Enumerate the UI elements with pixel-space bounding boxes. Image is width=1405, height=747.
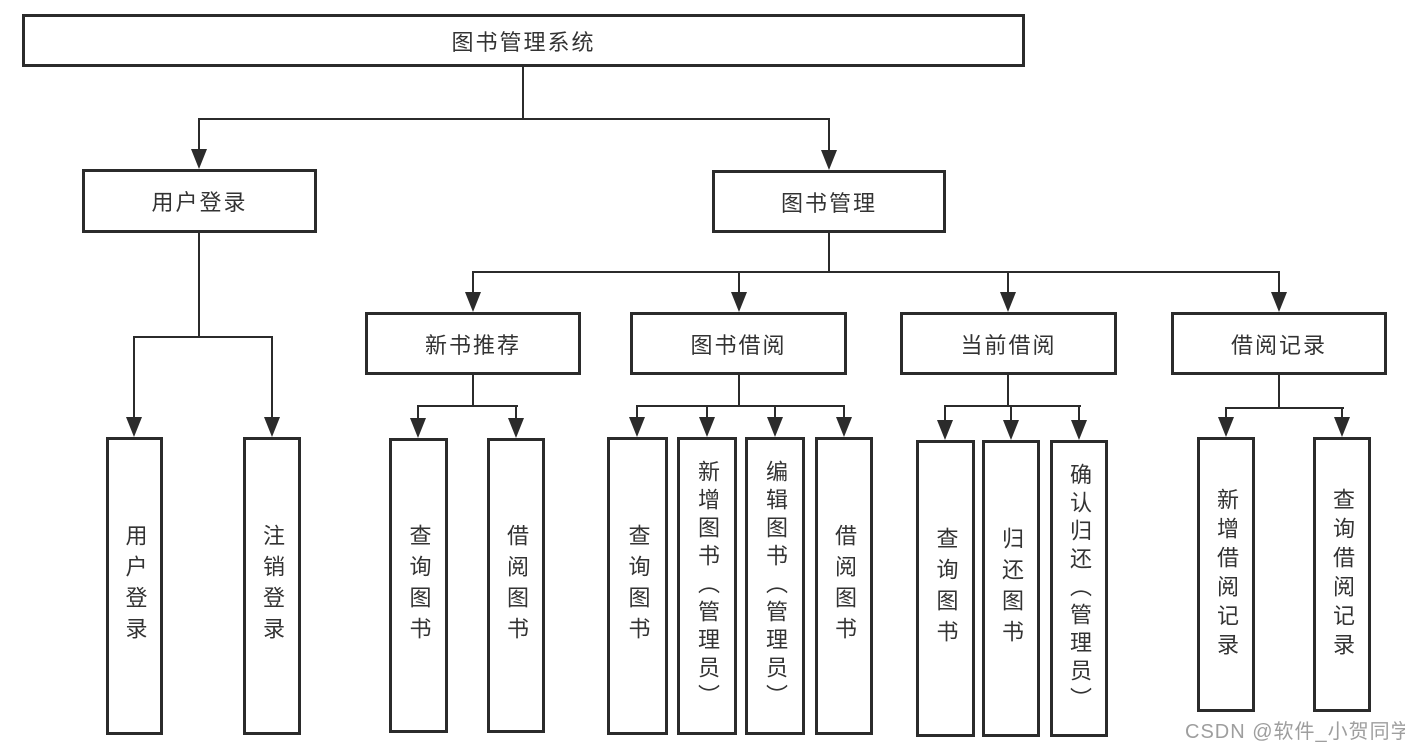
leaf-user-login: 用户登录	[106, 437, 163, 735]
leaf-cb-confirm-return-admin: 确认归还（管理员）	[1050, 440, 1108, 737]
leaf-bb-query-books: 查询图书	[607, 437, 668, 735]
arrow-down-icon	[1333, 407, 1351, 437]
connector-borrow-records-rail	[1226, 407, 1344, 409]
node-label: 借阅图书	[504, 523, 529, 648]
csdn-watermark: CSDN @软件_小贺同学	[1185, 721, 1405, 743]
connector-user-login-rail	[134, 336, 273, 338]
leaf-bb-add-books-admin: 新增图书（管理员）	[677, 437, 737, 735]
arrow-down-icon	[1270, 271, 1288, 312]
connector-root-stem	[522, 67, 524, 118]
connector-current-borrow-rail	[945, 405, 1081, 407]
leaf-rec-borrow-books: 借阅图书	[487, 438, 545, 733]
leaf-bb-borrow-books: 借阅图书	[815, 437, 873, 735]
connector-book-management-stem	[828, 233, 830, 271]
leaf-rec-query-books: 查询图书	[389, 438, 448, 733]
node-current-borrowing: 当前借阅	[900, 312, 1117, 375]
arrow-down-icon	[125, 336, 143, 437]
connector-book-borrow-rail	[637, 405, 845, 407]
arrow-down-icon	[936, 405, 954, 440]
leaf-cb-query-books: 查询图书	[916, 440, 975, 737]
arrow-down-icon	[464, 271, 482, 312]
connector-user-login-stem	[198, 233, 200, 336]
node-label: 图书管理系统	[451, 29, 596, 55]
node-borrowing-records: 借阅记录	[1171, 312, 1387, 375]
node-label: 编辑图书（管理员）	[763, 460, 788, 712]
arrow-down-icon	[628, 405, 646, 437]
connector-level3-rail	[473, 271, 1280, 273]
leaf-cb-return-books: 归还图书	[982, 440, 1040, 737]
node-label: 借阅记录	[1230, 332, 1327, 358]
node-user-login: 用户登录	[82, 169, 317, 233]
node-label: 借阅图书	[832, 524, 857, 648]
node-label: 新增图书（管理员）	[695, 460, 720, 712]
leaf-br-add-record: 新增借阅记录	[1197, 437, 1255, 712]
node-label: 注销登录	[260, 524, 285, 648]
node-label: 查询图书	[625, 524, 651, 648]
arrow-down-icon	[999, 271, 1017, 312]
node-label: 确认归还（管理员）	[1067, 462, 1092, 715]
leaf-br-query-record: 查询借阅记录	[1313, 437, 1371, 712]
node-label: 用户登录	[151, 190, 248, 215]
arrow-down-icon	[835, 405, 853, 437]
arrow-down-icon	[820, 118, 838, 170]
node-new-book-recommend: 新书推荐	[365, 312, 581, 375]
connector-new-book-rail	[418, 405, 518, 407]
arrow-down-icon	[1070, 405, 1088, 440]
arrow-down-icon	[190, 118, 208, 169]
node-label: 新增借阅记录	[1214, 487, 1239, 662]
arrow-down-icon	[263, 336, 281, 437]
node-library-management-system: 图书管理系统	[22, 14, 1025, 67]
arrow-down-icon	[698, 405, 716, 437]
node-book-management: 图书管理	[712, 170, 946, 233]
arrow-down-icon	[409, 405, 427, 438]
connector-borrow-records-stem	[1278, 375, 1280, 407]
node-book-borrowing: 图书借阅	[630, 312, 847, 375]
connector-new-book-stem	[472, 375, 474, 405]
node-label: 图书借阅	[690, 332, 787, 358]
arrow-down-icon	[1002, 405, 1020, 440]
leaf-logout-login: 注销登录	[243, 437, 301, 735]
connector-book-borrow-stem	[738, 375, 740, 405]
node-label: 归还图书	[999, 526, 1024, 651]
arrow-down-icon	[730, 271, 748, 312]
arrow-down-icon	[507, 405, 525, 438]
node-label: 查询借阅记录	[1330, 487, 1355, 662]
node-label: 查询图书	[406, 523, 432, 648]
node-label: 图书管理	[780, 190, 877, 216]
node-label: 查询图书	[933, 526, 959, 651]
connector-level2-rail	[199, 118, 830, 120]
node-label: 新书推荐	[424, 332, 521, 358]
leaf-bb-edit-books-admin: 编辑图书（管理员）	[745, 437, 805, 735]
node-label: 用户登录	[122, 524, 148, 648]
arrow-down-icon	[1217, 407, 1235, 437]
arrow-down-icon	[766, 405, 784, 437]
connector-current-borrow-stem	[1007, 375, 1009, 405]
node-label: 当前借阅	[960, 332, 1057, 358]
